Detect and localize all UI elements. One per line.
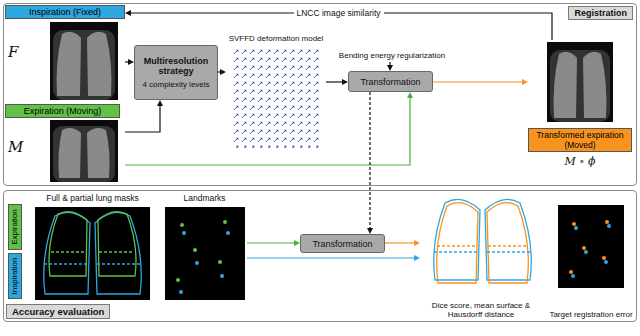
metric-label: Dice score, mean surface & Hausdorff dis… xyxy=(420,301,542,320)
result-node: Dice score, mean surface & Hausdorff dis… xyxy=(420,193,542,320)
connector xyxy=(247,240,300,246)
panel-title: Registration xyxy=(568,6,633,20)
box-title: Transformation xyxy=(360,77,420,87)
connector-line xyxy=(433,81,523,82)
process-box: Transformation xyxy=(348,71,433,92)
image-title: Full & partial lung masks xyxy=(46,193,139,203)
arrowhead xyxy=(157,100,163,106)
connector xyxy=(387,62,393,71)
connector xyxy=(125,100,163,132)
arrowhead xyxy=(414,255,420,261)
box-subtitle: 4 complexity levels xyxy=(142,80,209,89)
image-node: Full & partial lung masks xyxy=(30,193,155,303)
text-node: Bending energy regularization xyxy=(330,49,454,62)
landmarks-image xyxy=(165,207,245,300)
connector xyxy=(326,79,348,85)
connector-line xyxy=(125,105,160,132)
image-label: Expiration (Moving) xyxy=(5,104,120,118)
connector-line xyxy=(385,242,415,243)
moved-lung-image xyxy=(547,42,613,122)
vertical-label: Inspiration xyxy=(9,254,21,298)
arrowhead xyxy=(414,240,420,246)
connector xyxy=(385,240,420,246)
panel: Accuracy evaluation ExpirationInspiration… xyxy=(3,190,637,322)
math-symbol: M ∘ ϕ xyxy=(564,155,595,168)
image-node: Landmarks xyxy=(162,193,247,303)
lung-masks-image xyxy=(35,207,150,300)
result-node: Target registration error xyxy=(548,193,634,320)
math-symbol: F xyxy=(8,43,18,61)
image-title: SVFFD deformation model xyxy=(229,34,324,43)
connector xyxy=(125,59,134,65)
image-title: Landmarks xyxy=(183,193,225,203)
connector-line xyxy=(125,97,410,165)
box-title: Multiresolution strategy xyxy=(137,56,215,77)
connector xyxy=(367,92,373,234)
connector-line xyxy=(247,257,415,258)
image-node: Transformed expiration (Moved) M ∘ ϕ xyxy=(528,40,632,168)
edge-label: LNCC image similarity xyxy=(293,8,383,19)
math-symbol: M xyxy=(8,138,23,156)
edge-label-holder: LNCC image similarity xyxy=(293,8,383,19)
moving-lung-image xyxy=(50,120,118,182)
box-title: Transformation xyxy=(312,239,372,249)
connector-line xyxy=(247,242,295,243)
image-node: Inspiration (Fixed) F xyxy=(5,5,125,101)
side-label: Expiration xyxy=(8,204,22,250)
image-node: Expiration (Moving) M xyxy=(5,104,125,184)
process-box: Transformation xyxy=(300,234,385,253)
metric-label: Target registration error xyxy=(549,310,632,320)
result-masks-outline xyxy=(434,199,532,283)
process-box: Multiresolution strategy 4 complexity lev… xyxy=(134,45,218,100)
connector-line xyxy=(326,81,343,82)
panel-title: Accuracy evaluation xyxy=(6,304,110,319)
connector xyxy=(433,79,528,85)
connector xyxy=(247,255,420,261)
image-label: Inspiration (Fixed) xyxy=(5,5,125,19)
arrowhead xyxy=(220,69,226,75)
connector-line xyxy=(369,92,370,229)
result-landmarks-image xyxy=(558,205,624,288)
fixed-lung-image xyxy=(50,22,118,100)
arrowhead xyxy=(522,79,528,85)
arrowhead xyxy=(407,92,413,98)
image-label: Transformed expiration (Moved) xyxy=(528,128,632,152)
arrowhead xyxy=(125,10,131,16)
side-label: Inspiration xyxy=(8,253,22,299)
connector xyxy=(218,69,226,75)
vector-field xyxy=(232,48,320,148)
regularization-label: Bending energy regularization xyxy=(339,51,445,60)
panel: Registration Inspiration (Fixed) F Expirati… xyxy=(3,3,637,186)
vertical-label: Expiration xyxy=(9,205,21,249)
image-node: SVFFD deformation model xyxy=(226,34,326,152)
